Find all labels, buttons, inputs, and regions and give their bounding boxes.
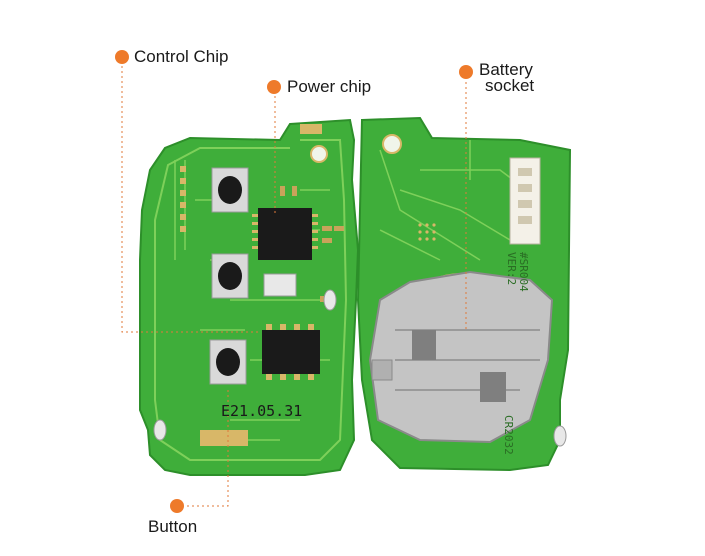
button-dot <box>170 499 184 513</box>
pcb-battery-code: CR2032 <box>502 415 515 455</box>
right-pcb-board <box>356 116 572 472</box>
power-chip-label: Power chip <box>287 77 372 96</box>
battery-socket-label-line2: socket <box>485 76 535 95</box>
power-chip <box>262 324 320 380</box>
switch-bottom <box>209 339 247 385</box>
control-chip <box>252 208 318 260</box>
pcb-date-code: E21.05.31 <box>221 402 303 420</box>
pcb-version: VER:2 <box>505 252 518 286</box>
battery-socket-label-line1: Battery <box>479 60 533 79</box>
connector-header <box>509 157 541 245</box>
button-label: Button <box>148 517 198 536</box>
pcb-board-id: #SR004 <box>517 252 530 292</box>
control-chip-dot <box>115 50 129 64</box>
switch-top <box>211 167 249 213</box>
battery-socket-dot <box>459 65 473 79</box>
button-leader <box>180 390 229 507</box>
callout-lines <box>121 66 467 507</box>
control-chip-label: Control Chip <box>134 47 229 66</box>
battery-socket <box>368 270 554 444</box>
switch-middle <box>211 253 249 299</box>
control-chip-leader <box>121 66 258 333</box>
power-chip-dot <box>267 80 281 94</box>
crystal <box>263 273 297 297</box>
left-pcb-board <box>139 118 360 476</box>
